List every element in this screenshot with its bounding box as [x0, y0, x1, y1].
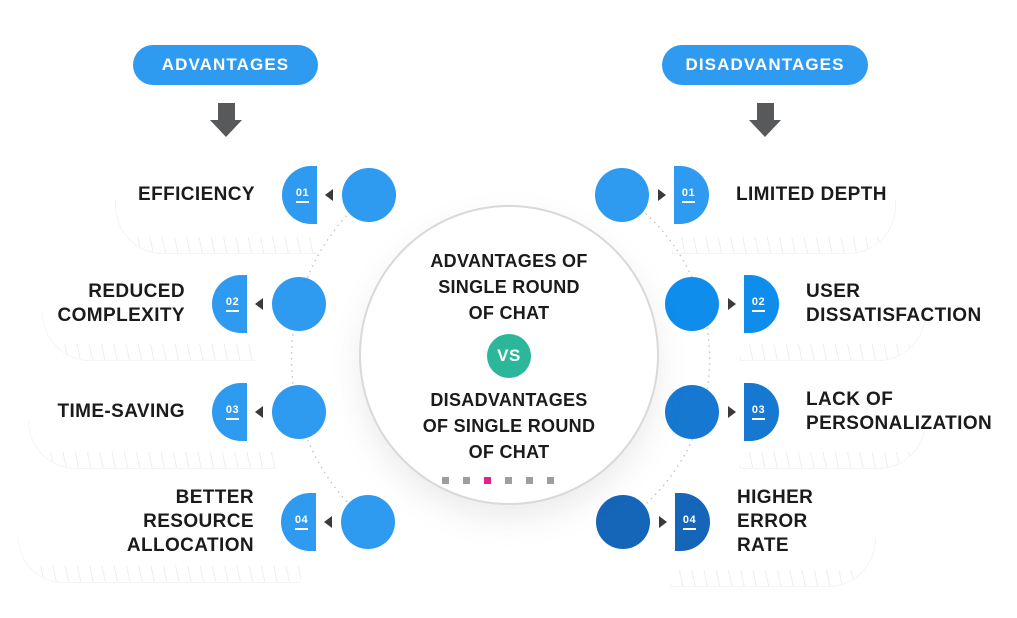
item-number-badge: 03 — [212, 383, 247, 441]
item-label: LIMITED DEPTH — [736, 184, 887, 206]
item-number-badge: 01 — [674, 166, 709, 224]
item-label: LACK OF PERSONALIZATION — [806, 389, 993, 434]
hatch-decoration — [670, 538, 876, 587]
triangle-left-icon — [255, 406, 263, 418]
dot — [484, 477, 491, 484]
item-circle — [665, 277, 719, 331]
advantage-item-2: REDUCED COMPLEXITY 02 — [57, 249, 326, 359]
arrow-stem — [217, 103, 235, 120]
item-circle — [272, 277, 326, 331]
item-number-badge: 03 — [744, 383, 779, 441]
item-number: 01 — [681, 187, 696, 203]
item-number: 02 — [751, 296, 766, 312]
triangle-left-icon — [255, 298, 263, 310]
item-number-badge: 02 — [212, 275, 247, 333]
advantages-header-pill: ADVANTAGES — [133, 45, 318, 85]
center-disadvantages-title: DISADVANTAGES OF SINGLE ROUND OF CHAT — [422, 390, 596, 463]
dot — [442, 477, 449, 484]
item-circle — [665, 385, 719, 439]
vs-badge: VS — [487, 334, 531, 379]
arrow-head — [210, 120, 242, 137]
dot — [526, 477, 533, 484]
dot — [505, 477, 512, 484]
down-arrow-icon — [210, 103, 242, 137]
down-arrow-icon — [749, 103, 781, 137]
disadvantage-item-2: 02 USER DISSATISFACTION — [665, 249, 982, 359]
center-comparison-circle: ADVANTAGES OF SINGLE ROUND OF CHAT VS DI… — [359, 205, 659, 505]
triangle-right-icon — [728, 298, 736, 310]
disadvantage-item-1: 01 LIMITED DEPTH — [595, 140, 887, 250]
disadvantage-item-4: 04 HIGHER ERROR RATE — [596, 467, 813, 577]
item-circle — [596, 495, 650, 549]
item-label: REDUCED COMPLEXITY — [57, 281, 185, 326]
triangle-right-icon — [659, 516, 667, 528]
item-circle — [595, 168, 649, 222]
item-number: 04 — [682, 514, 697, 530]
hatch-decoration — [18, 538, 301, 583]
item-number-badge: 04 — [675, 493, 710, 551]
item-circle — [342, 168, 396, 222]
item-circle — [341, 495, 395, 549]
triangle-left-icon — [325, 189, 333, 201]
item-label: USER DISSATISFACTION — [806, 281, 982, 326]
item-number-badge: 04 — [281, 493, 316, 551]
item-number-badge: 01 — [282, 166, 317, 224]
dot — [463, 477, 470, 484]
advantage-item-3: TIME-SAVING 03 — [57, 357, 326, 467]
item-label: HIGHER ERROR RATE — [737, 487, 814, 556]
item-label: TIME-SAVING — [57, 401, 185, 423]
triangle-right-icon — [658, 189, 666, 201]
advantage-item-4: BETTER RESOURCE ALLOCATION 04 — [127, 467, 395, 577]
item-label: EFFICIENCY — [138, 184, 255, 206]
disadvantage-item-3: 03 LACK OF PERSONALIZATION — [665, 357, 992, 467]
item-number: 01 — [295, 187, 310, 203]
item-number-badge: 02 — [744, 275, 779, 333]
arrow-head — [749, 120, 781, 137]
item-number: 03 — [751, 404, 766, 420]
item-number: 03 — [225, 404, 240, 420]
item-number: 02 — [225, 296, 240, 312]
triangle-right-icon — [728, 406, 736, 418]
advantage-item-1: EFFICIENCY 01 — [138, 140, 396, 250]
pagination-dots — [442, 477, 554, 484]
item-label: BETTER RESOURCE ALLOCATION — [126, 487, 254, 556]
disadvantages-header-pill: DISADVANTAGES — [662, 45, 868, 85]
triangle-left-icon — [324, 516, 332, 528]
arrow-stem — [756, 103, 774, 120]
dot — [547, 477, 554, 484]
item-circle — [272, 385, 326, 439]
center-advantages-title: ADVANTAGES OF SINGLE ROUND OF CHAT — [430, 251, 588, 324]
item-number: 04 — [294, 514, 309, 530]
